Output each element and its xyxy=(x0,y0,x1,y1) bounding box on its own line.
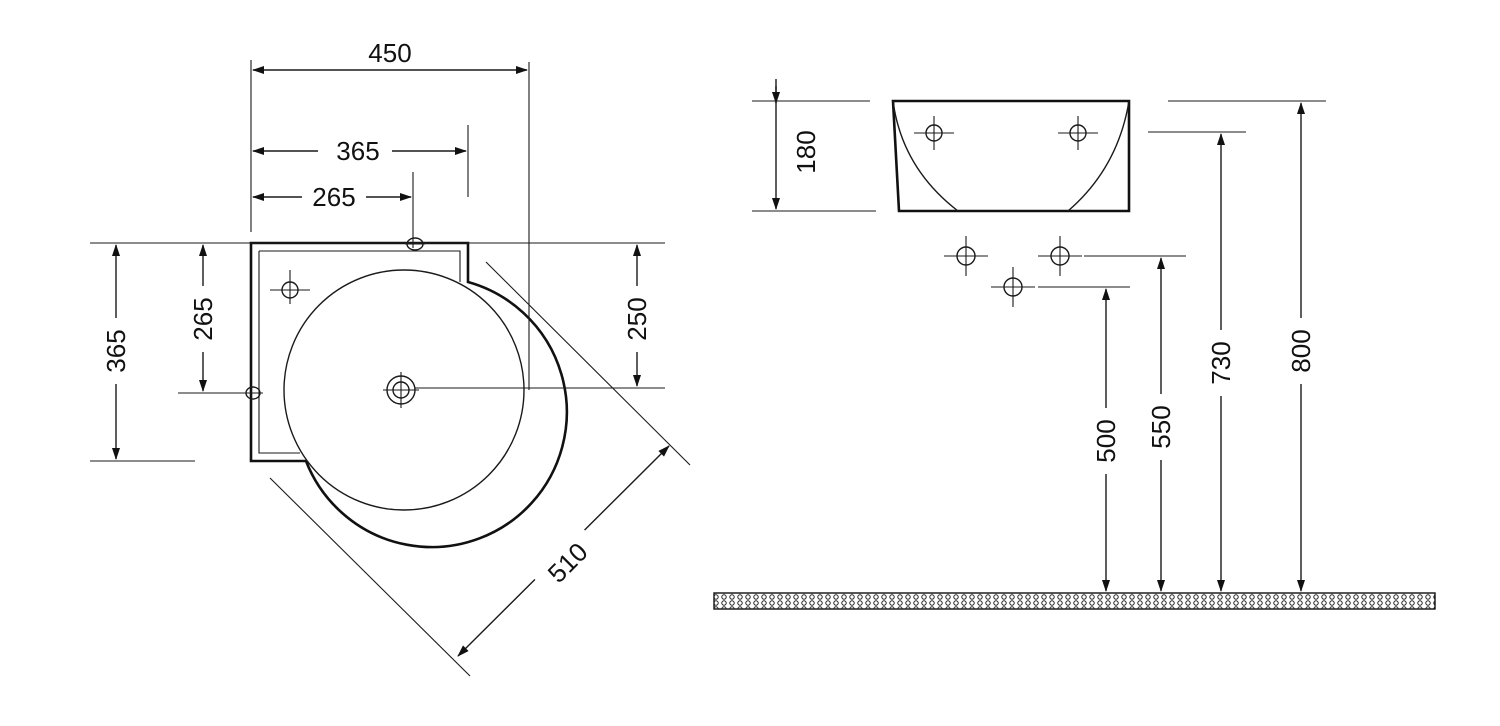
basin-hole-right-icon xyxy=(1058,116,1098,150)
dim-265-width-label: 265 xyxy=(312,182,355,212)
drain-icon xyxy=(383,372,419,408)
dim-800-label: 800 xyxy=(1286,329,1316,372)
plan-view: 450 365 265 365 265 250 510 xyxy=(90,38,691,677)
basin-elevation-outline xyxy=(891,99,1131,213)
basin-bowl-curve xyxy=(892,100,1130,212)
basin-plan-ledge xyxy=(258,250,461,454)
dim-365-depth-label: 365 xyxy=(101,329,131,372)
elevation-view: 180 500 550 730 800 xyxy=(713,79,1436,610)
dim-365-width-label: 365 xyxy=(336,136,379,166)
basin-hole-left-icon xyxy=(914,116,954,150)
dim-265-depth-label: 265 xyxy=(188,297,218,340)
supply-connection-left-icon xyxy=(944,236,988,276)
dim-550-label: 550 xyxy=(1146,405,1176,448)
floor-hatch xyxy=(713,592,1436,610)
bowl-circle xyxy=(283,269,525,511)
dim-180-label: 180 xyxy=(791,130,821,173)
overflow-hole-icon xyxy=(405,237,425,251)
dim-730-label: 730 xyxy=(1206,341,1236,384)
tap-hole-icon xyxy=(270,270,310,304)
dim-450-label: 450 xyxy=(368,38,411,68)
waste-connection-icon xyxy=(991,267,1035,307)
supply-connection-right-icon xyxy=(1038,236,1082,276)
extension-line xyxy=(485,261,691,466)
dim-250-depth-label: 250 xyxy=(622,297,652,340)
dim-500-label: 500 xyxy=(1091,419,1121,462)
extension-line xyxy=(269,477,471,677)
